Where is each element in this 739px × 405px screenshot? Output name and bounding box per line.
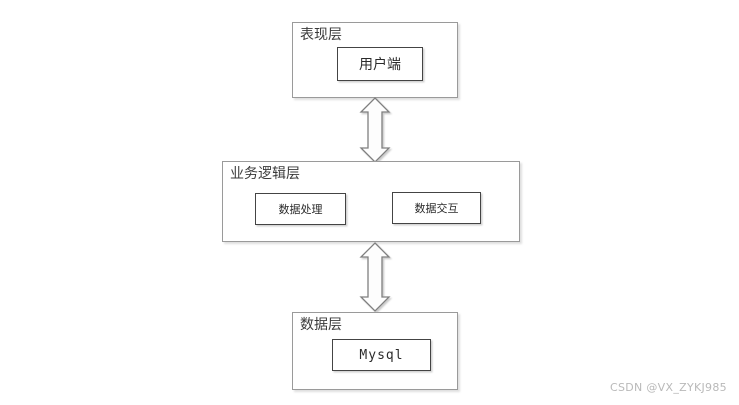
layer-presentation: 表现层 用户端	[292, 22, 458, 98]
double-arrow-icon	[359, 97, 391, 163]
component-data-interaction-label: 数据交互	[414, 202, 459, 215]
component-client: 用户端	[337, 47, 423, 81]
connector-business-to-data	[359, 242, 395, 312]
component-data-processing-label: 数据处理	[278, 203, 323, 216]
double-arrow-icon	[359, 242, 391, 312]
component-client-label: 用户端	[359, 57, 401, 73]
layer-business-logic: 业务逻辑层 数据处理 数据交互	[222, 161, 520, 242]
layer-data: 数据层 Mysql	[292, 312, 458, 390]
connector-presentation-to-business	[359, 97, 395, 163]
component-mysql-label: Mysql	[359, 347, 404, 363]
component-mysql: Mysql	[332, 339, 431, 371]
watermark-text: CSDN @VX_ZYKJ985	[610, 381, 727, 394]
component-data-interaction: 数据交互	[392, 192, 481, 224]
layer-presentation-title: 表现层	[300, 27, 342, 43]
layer-business-logic-title: 业务逻辑层	[230, 166, 300, 182]
layer-data-title: 数据层	[300, 317, 342, 333]
component-data-processing: 数据处理	[255, 193, 346, 225]
